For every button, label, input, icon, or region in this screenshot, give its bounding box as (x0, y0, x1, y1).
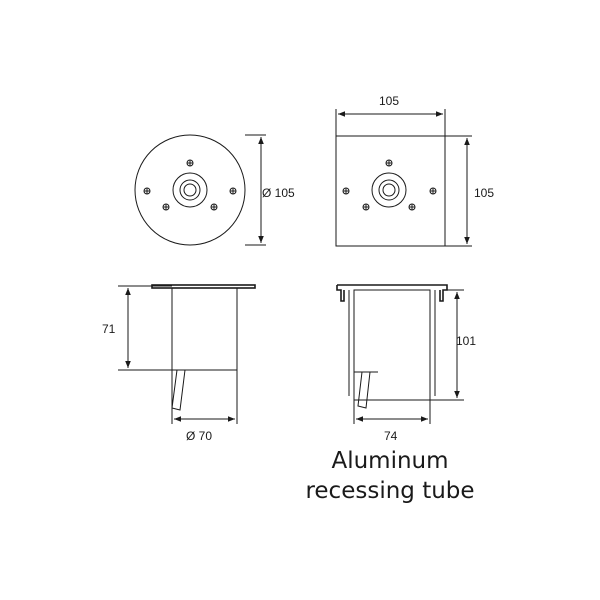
square-height-label: 105 (474, 186, 494, 200)
screw-icon (162, 203, 170, 211)
caption-line-2: recessing tube (305, 478, 475, 504)
screw-icon (143, 187, 151, 195)
round-side-diameter-label: Ø 70 (186, 429, 212, 443)
square-top-view: 105 105 (335, 94, 494, 247)
screw-icon (186, 159, 194, 167)
round-side-view: 71 Ø 70 (102, 284, 256, 443)
screw-icon (385, 159, 393, 167)
screw-icon (229, 187, 237, 195)
screw-icon (408, 203, 416, 211)
screw-icon (362, 203, 370, 211)
square-width-label: 105 (379, 94, 399, 108)
screw-icon (342, 187, 350, 195)
round-height-label: 71 (102, 322, 116, 336)
round-top-view: Ø 105 (134, 134, 295, 246)
square-side-width-label: 74 (384, 429, 398, 443)
caption-line-1: Aluminum (331, 448, 449, 474)
square-side-view: 101 74 (336, 284, 476, 443)
square-side-height-label: 101 (456, 334, 476, 348)
round-diameter-label: Ø 105 (262, 186, 295, 200)
screw-icon (210, 203, 218, 211)
screw-icon (429, 187, 437, 195)
